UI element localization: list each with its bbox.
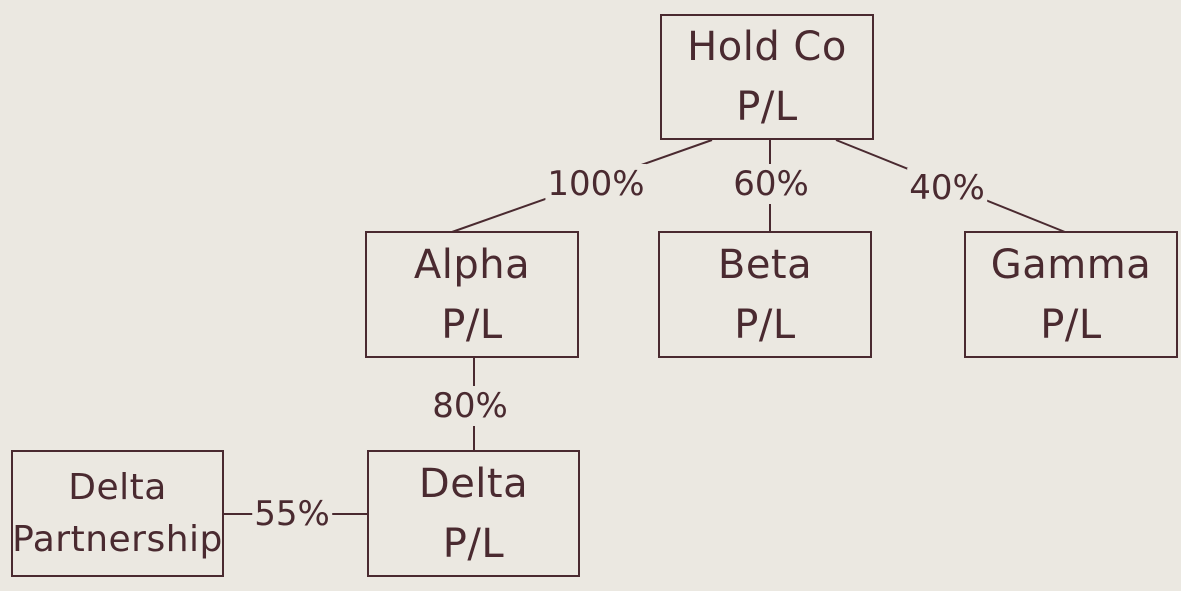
entity-name: Delta: [418, 460, 529, 507]
entity-name: Beta: [717, 241, 813, 288]
entity-box-alpha: Alpha P/L: [365, 231, 579, 358]
entity-box-holdco: Hold Co P/L: [660, 14, 874, 140]
ownership-label-holdco-gamma: 40%: [907, 168, 987, 208]
entity-type: P/L: [1040, 301, 1102, 348]
ownership-label-alpha-delta: 80%: [430, 386, 510, 426]
entity-box-delta-partnership: Delta Partnership: [11, 450, 224, 577]
entity-box-delta: Delta P/L: [367, 450, 580, 577]
entity-box-beta: Beta P/L: [658, 231, 872, 358]
entity-type: P/L: [734, 301, 796, 348]
ownership-label-partner-delta: 55%: [252, 494, 332, 534]
entity-type: P/L: [442, 520, 505, 567]
entity-type: P/L: [441, 301, 503, 348]
entity-box-gamma: Gamma P/L: [964, 231, 1178, 358]
entity-name: Alpha: [413, 241, 531, 288]
entity-name: Hold Co: [687, 24, 847, 70]
entity-type: Partnership: [12, 518, 223, 560]
entity-name: Gamma: [990, 241, 1152, 288]
ownership-label-holdco-beta: 60%: [731, 164, 811, 204]
ownership-label-holdco-alpha: 100%: [545, 164, 647, 204]
entity-type: P/L: [736, 84, 798, 130]
entity-name: Delta: [68, 466, 167, 508]
